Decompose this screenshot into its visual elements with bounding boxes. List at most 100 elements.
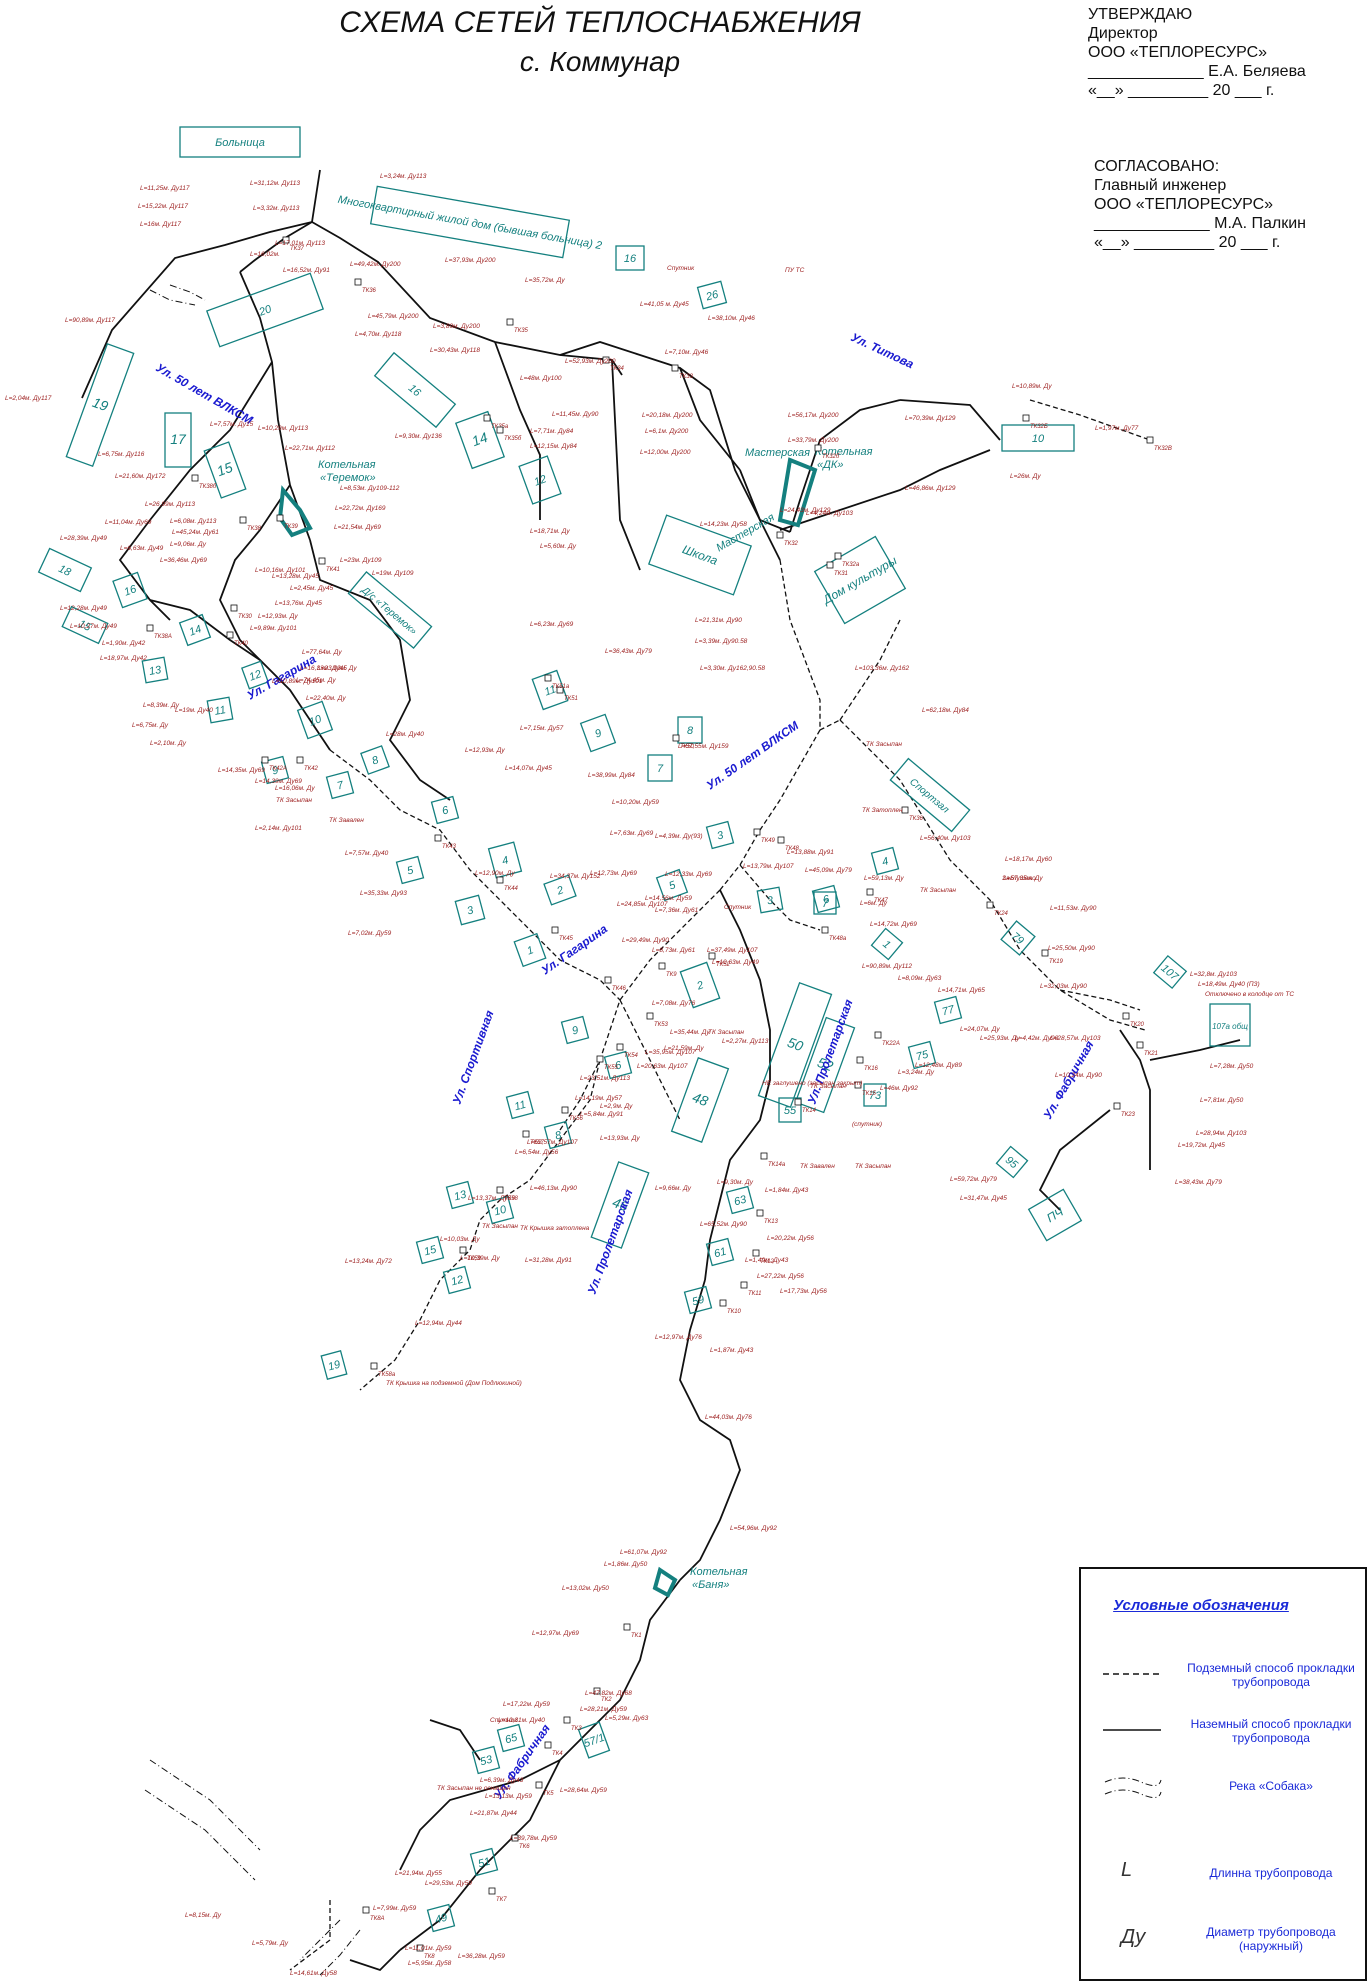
pipe-spec-label: L=1,90м. Ду42 [102,640,146,647]
building: 57/1 [577,1721,611,1759]
building-number: 2 [694,979,705,993]
building-outline [205,272,325,348]
chamber-label: ТК55 [604,1065,619,1071]
pipe-spec-label: L=74,45м. Ду [296,677,336,684]
building-outline [505,1090,535,1120]
chamber-label: ТК58 [504,1196,519,1202]
pipe-spec-label: L=46,13м. Ду90 [530,1185,577,1192]
pipe-spec-label: L=32,03м. Ду90 [1040,983,1087,990]
building-outline [725,1185,755,1215]
pipe-spec-label: L=22,71м. Ду112 [285,445,335,452]
building-outline [178,613,212,647]
pipe-spec-label: L=14,39м. Ду69 [255,778,302,785]
pipe-spec-label: L=11,01м. Ду59 [405,1945,452,1952]
pipe-spec-label: L=10,16м. Ду101 [255,567,306,574]
overground-pipe [309,539,451,801]
chamber-marker [416,1944,424,1952]
building-outline [203,441,247,499]
pipe-spec-label: L=16,06м. Ду [275,785,315,792]
approval-line: УТВЕРЖДАЮ [1088,6,1193,23]
building: 16 [373,351,457,429]
chamber-marker [834,552,842,560]
chamber-marker [752,1249,760,1257]
pipe-spec-label: L=25,93м. Ду [980,1035,1020,1042]
pipe-spec-label: L=17,73м. Ду56 [780,1288,827,1295]
chamber-label: ТК38А [154,634,172,640]
chamber-marker [544,1741,552,1749]
pipe-spec-label: L=35,44м. Ду [670,1029,710,1036]
building: 13 [445,1180,475,1210]
underground-pipe [289,1900,331,1971]
pipe-spec-label: L=7,15м. Ду57 [520,725,564,732]
chamber-marker [556,686,564,694]
pipe-spec-label: L=7,57м. Ду15 [210,421,254,428]
pipe-spec-label: L=30,43м. Ду118 [430,347,480,354]
building: 10 [1001,424,1075,452]
chamber-marker [826,561,834,569]
chamber-marker [191,474,199,482]
pipe-spec-label: L=16,33м. Ду45 [300,665,347,672]
named-building-outline [889,757,971,833]
street-label: Ул. 50 лет ВЛКСМ [154,360,256,427]
chamber-marker [593,1687,601,1695]
chamber-marker [296,756,304,764]
building-outline [683,1285,713,1315]
pipe-spec-label: L=35,95м. Ду107 [645,1049,696,1056]
pipe-note: ТК Засыпан [920,887,956,894]
chamber-label: ТК43 [442,844,457,850]
building: 7 [647,754,673,782]
chamber-marker [354,278,362,286]
chamber-marker [496,426,504,434]
chamber-marker [506,318,514,326]
building-outline [241,660,269,690]
overground-pipe [149,599,331,751]
building-outline [579,713,617,753]
pipe-spec-label: L=14,23м. Ду58 [700,521,747,528]
pipe-note: ТК Завален [329,817,364,824]
chamber-label: ТК51а [552,684,570,690]
overground-pipe [349,1949,401,1972]
chamber-label: ТК15 [862,1091,877,1097]
named-building-label: Больница [215,137,265,149]
pipe-spec-label: L=10,24м. Ду90 [1055,1072,1102,1079]
building-number: 19 [90,394,110,414]
building-outline [907,1040,937,1070]
building: 8 [677,716,703,744]
pipe-spec-label: L=12,15м. Ду84 [530,443,577,450]
legend-length-label: Длинна трубопровода [1209,1866,1333,1880]
pipe-spec-label: L=19,72м. Ду45 [1178,1142,1225,1149]
building-outline [696,280,728,310]
building: 3 [454,894,486,926]
workshop-label: Мастерская [745,447,810,459]
pipe-note: ТК Засыпан [708,1029,744,1036]
building-outline [679,961,721,1009]
building-outline [1152,954,1188,990]
chamber-marker [671,364,679,372]
building-number: 3 [466,904,476,917]
pipe-spec-label: L=54,96м. Ду92 [730,1525,777,1532]
building-outline [112,571,148,609]
named-building: Дом культуры [813,535,907,625]
chamber-label: ТК39 [284,524,299,530]
chamber-label: ТК1 [631,1633,642,1639]
chamber-marker [753,828,761,836]
building: 7 [325,770,355,800]
building-outline [870,927,904,961]
building: 17 [164,412,192,468]
underground-pipe [779,559,841,732]
pipe-spec-label: L=23м. Ду109 [340,557,382,564]
chamber-label: ТК20 [1130,1022,1145,1028]
diameter-symbol: Ду [1121,1926,1146,1948]
pipe-spec-label: L=4,39м. Ду(93) [655,833,703,840]
pipe-spec-label: L=12,94м. Ду44 [415,1320,462,1327]
chamber-marker [794,1098,802,1106]
building-number: 75 [915,1048,931,1063]
pipe-spec-label: L=13,13м. Ду59 [485,1793,532,1800]
pipe-spec-label: L=14,56м. Ду59 [645,895,692,902]
pipe-spec-label: L=3,39м. Ду90.58 [695,638,748,645]
building-outline [430,795,460,825]
pipe-spec-label: L=7,28м. Ду50 [1210,1063,1254,1070]
pipe-spec-label: L=31,12м. Ду113 [250,180,300,187]
building: 14 [178,613,212,647]
chamber-marker [856,1056,864,1064]
